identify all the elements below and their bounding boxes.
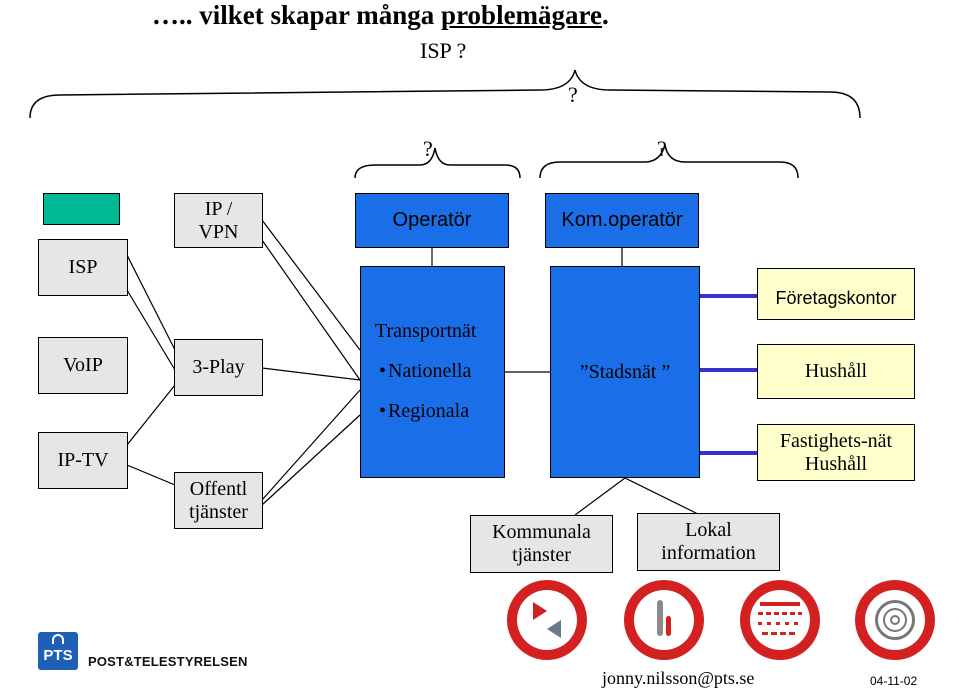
stadsnat-box: ”Stadsnät ” [550, 266, 700, 478]
foretagskontor-box: Företagskontor [757, 268, 915, 320]
isp-box: ISP [38, 239, 128, 296]
kommunala-line2: tjänster [512, 544, 571, 566]
left-brace [354, 147, 521, 179]
left-question: ? [423, 136, 433, 161]
fastighetsnat-box: Fastighets-nät Hushåll [757, 424, 915, 481]
kommunala-box: Kommunala tjänster [470, 515, 613, 573]
lokal-line2: information [661, 542, 756, 564]
ip-vpn-line1: IP / [204, 197, 233, 220]
lokal-box: Lokal information [637, 513, 780, 571]
top-question: ? [568, 82, 578, 107]
pts-logo-icon: PTS [38, 632, 78, 670]
nationella-item: •Nationella [379, 360, 472, 382]
transportnat-label: Transportnät [375, 320, 477, 342]
kommunala-line1: Kommunala [492, 521, 591, 543]
green-block [43, 193, 120, 225]
title-suffix: . [602, 0, 609, 30]
title-underlined: problemägare [441, 0, 603, 30]
pixels-circle-icon [740, 580, 820, 660]
three-play-box: 3-Play [174, 339, 263, 396]
pts-logo-text: PTS [43, 647, 73, 664]
lokal-line1: Lokal [685, 519, 732, 541]
regionala-item: •Regionala [379, 400, 470, 422]
arrows-circle-icon [507, 580, 587, 660]
email-text: jonny.nilsson@pts.se [602, 668, 755, 688]
ip-vpn-box: IP / VPN [174, 193, 263, 248]
hushall-box: Hushåll [757, 344, 915, 399]
offentl-line1: Offentl [189, 477, 248, 500]
transportnat-box: Transportnät •Nationella •Regionala [360, 266, 505, 478]
date-text: 04-11-02 [870, 674, 918, 688]
title-prefix: ….. vilket skapar många [152, 0, 435, 30]
operator-box: Operatör [355, 193, 509, 248]
slide-title: ….. vilket skapar många problemägare. [152, 0, 609, 31]
kom-operator-box: Kom.operatör [545, 193, 699, 248]
fastighetsnat-line1: Fastighets-nät [779, 429, 893, 452]
ip-vpn-line2: VPN [198, 220, 239, 243]
offentl-line2: tjänster [189, 500, 248, 523]
fastighetsnat-line2: Hushåll [804, 452, 868, 475]
people-circle-icon [624, 580, 704, 660]
org-name: POST&TELESTYRELSEN [88, 654, 248, 669]
crown-icon [52, 634, 64, 644]
top-brace [29, 69, 861, 119]
offentl-box: Offentl tjänster [174, 472, 263, 529]
iptv-box: IP-TV [38, 432, 128, 489]
right-brace [539, 144, 799, 179]
voip-box: VoIP [38, 337, 128, 394]
rings-circle-icon [855, 580, 935, 660]
isp-question: ISP ? [420, 38, 467, 63]
right-question: ? [657, 136, 667, 161]
